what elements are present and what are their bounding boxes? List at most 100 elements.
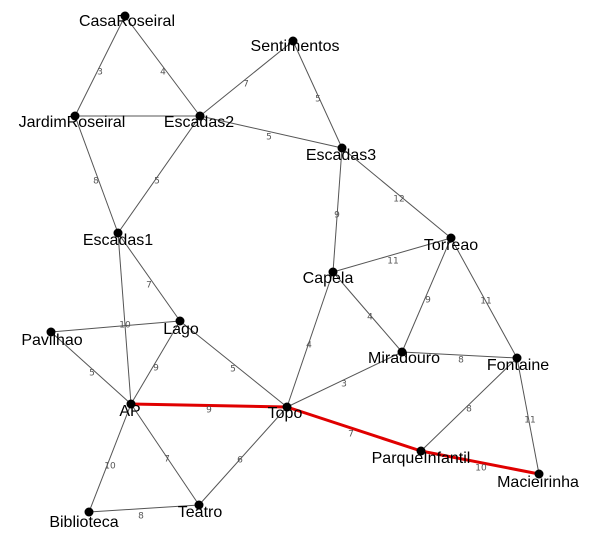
node-label-fontaine: Fontaine — [487, 357, 549, 374]
edge-casa-roseiral-escadas2 — [124, 15, 201, 117]
node-torreao — [446, 233, 456, 243]
edge-weight-casa-roseiral-jardim-roseiral: 3 — [97, 68, 103, 78]
edge-weight-lago-ap: 9 — [153, 364, 159, 374]
node-casa-roseiral — [120, 11, 130, 21]
edge-weight-miradouro-topo: 3 — [341, 380, 347, 390]
edge-jardim-roseiral-escadas1 — [74, 115, 119, 234]
node-label-capela: Capela — [303, 270, 354, 287]
edge-weight-torreao-miradouro: 9 — [425, 296, 431, 306]
edge-weight-fontaine-macieirinha: 11 — [524, 416, 535, 426]
edge-weight-miradouro-fontaine: 8 — [458, 356, 464, 366]
edge-sentimentos-escadas2 — [199, 40, 294, 117]
node-ap — [126, 399, 136, 409]
edge-weight-biblioteca-teatro: 8 — [138, 512, 144, 522]
node-label-topo: Topo — [268, 405, 303, 422]
edge-weight-torreao-fontaine: 11 — [480, 297, 491, 307]
edge-weight-capela-miradouro: 4 — [367, 313, 373, 323]
edge-miradouro-fontaine — [401, 351, 518, 359]
edge-weight-casa-roseiral-escadas2: 4 — [160, 68, 166, 78]
edge-lago-topo — [179, 320, 288, 408]
edge-weight-escadas1-lago: 7 — [146, 281, 152, 291]
node-topo — [282, 402, 292, 412]
node-escadas2 — [195, 111, 205, 121]
edge-ap-teatro — [130, 403, 200, 506]
edge-parque-infantil-macieirinha-path — [420, 449, 540, 476]
edge-weight-escadas2-escadas3: 5 — [266, 133, 272, 143]
node-label-macieirinha: Macieirinha — [497, 474, 579, 491]
edge-weight-ap-biblioteca: 10 — [104, 462, 116, 472]
edge-weight-pavilhao-ap: 5 — [89, 369, 95, 379]
edge-weight-ap-topo: 9 — [206, 406, 212, 416]
edge-weight-sentimentos-escadas3: 5 — [315, 95, 321, 105]
edge-weight-pavilhao-lago: 10 — [119, 321, 131, 331]
edge-ap-biblioteca — [88, 403, 132, 513]
node-label-teatro: Teatro — [178, 504, 223, 521]
edge-weight-escadas3-capela: 9 — [334, 211, 340, 221]
node-label-escadas2: Escadas2 — [164, 114, 234, 131]
node-label-miradouro: Miradouro — [368, 350, 440, 367]
node-biblioteca — [84, 507, 94, 517]
node-sentimentos — [288, 36, 298, 46]
node-label-escadas3: Escadas3 — [306, 147, 376, 164]
edge-escadas2-escadas3 — [199, 115, 343, 149]
node-label-ap: AP — [119, 403, 140, 420]
edge-ap-topo-path — [130, 402, 288, 409]
edge-fontaine-parque-infantil — [420, 357, 518, 452]
node-lago — [175, 316, 185, 326]
edge-torreao-miradouro — [401, 237, 452, 353]
edge-escadas1-lago — [117, 232, 181, 322]
nodes-layer — [46, 11, 544, 517]
edge-topo-teatro — [198, 406, 288, 506]
edge-weight-escadas3-torreao: 12 — [393, 195, 404, 205]
node-pavilhao — [46, 327, 56, 337]
node-escadas1 — [113, 228, 123, 238]
edge-weight-escadas2-escadas1: 5 — [154, 177, 160, 187]
node-label-sentimentos: Sentimentos — [251, 38, 340, 55]
edge-weight-topo-teatro: 6 — [237, 456, 243, 466]
node-macieirinha — [534, 469, 544, 479]
node-label-jardim-roseiral: JardimRoseiral — [19, 114, 126, 131]
edge-weight-jardim-roseiral-escadas1: 8 — [93, 177, 99, 187]
edge-torreao-fontaine — [450, 237, 518, 359]
node-label-lago: Lago — [163, 321, 199, 338]
edge-weight-sentimentos-escadas2: 7 — [243, 80, 249, 90]
node-miradouro — [397, 347, 407, 357]
edge-topo-parque-infantil-path — [286, 405, 422, 453]
edge-capela-topo — [286, 271, 334, 408]
edge-weight-topo-parque-infantil: 7 — [348, 430, 354, 440]
edge-capela-torreao — [332, 237, 452, 273]
edge-capela-miradouro — [332, 271, 403, 353]
edge-escadas3-torreao — [341, 147, 452, 239]
node-label-pavilhao: Pavilhao — [21, 332, 82, 349]
node-teatro — [194, 500, 204, 510]
edge-weight-capela-torreao: 11 — [387, 257, 398, 267]
node-label-torreao: Torreao — [424, 237, 478, 254]
edge-pavilhao-lago — [50, 320, 181, 333]
edge-escadas2-escadas1 — [117, 115, 201, 234]
edge-weight-parque-infantil-macieirinha: 10 — [475, 464, 487, 474]
node-capela — [328, 267, 338, 277]
node-label-biblioteca: Biblioteca — [49, 514, 118, 531]
node-label-casa-roseiral: CasaRoseiral — [79, 13, 175, 30]
edge-weight-fontaine-parque-infantil: 8 — [466, 405, 472, 415]
edge-sentimentos-escadas3 — [292, 40, 343, 149]
node-jardim-roseiral — [70, 111, 80, 121]
edge-weight-ap-teatro: 7 — [164, 455, 170, 465]
edge-biblioteca-teatro — [88, 504, 200, 513]
edges-layer — [50, 15, 540, 513]
edge-pavilhao-ap — [50, 331, 132, 405]
node-label-parque-infantil: ParqueInfantil — [372, 450, 471, 467]
node-parque-infantil — [416, 446, 426, 456]
edge-casa-roseiral-jardim-roseiral — [74, 15, 126, 117]
edge-fontaine-macieirinha — [516, 357, 540, 475]
edge-lago-ap — [130, 320, 181, 405]
edge-weight-lago-topo: 5 — [230, 365, 236, 375]
node-label-escadas1: Escadas1 — [83, 232, 153, 249]
edge-escadas3-capela — [332, 147, 343, 273]
edge-escadas1-ap — [117, 232, 132, 405]
node-escadas3 — [337, 143, 347, 153]
edge-miradouro-topo — [286, 351, 403, 408]
